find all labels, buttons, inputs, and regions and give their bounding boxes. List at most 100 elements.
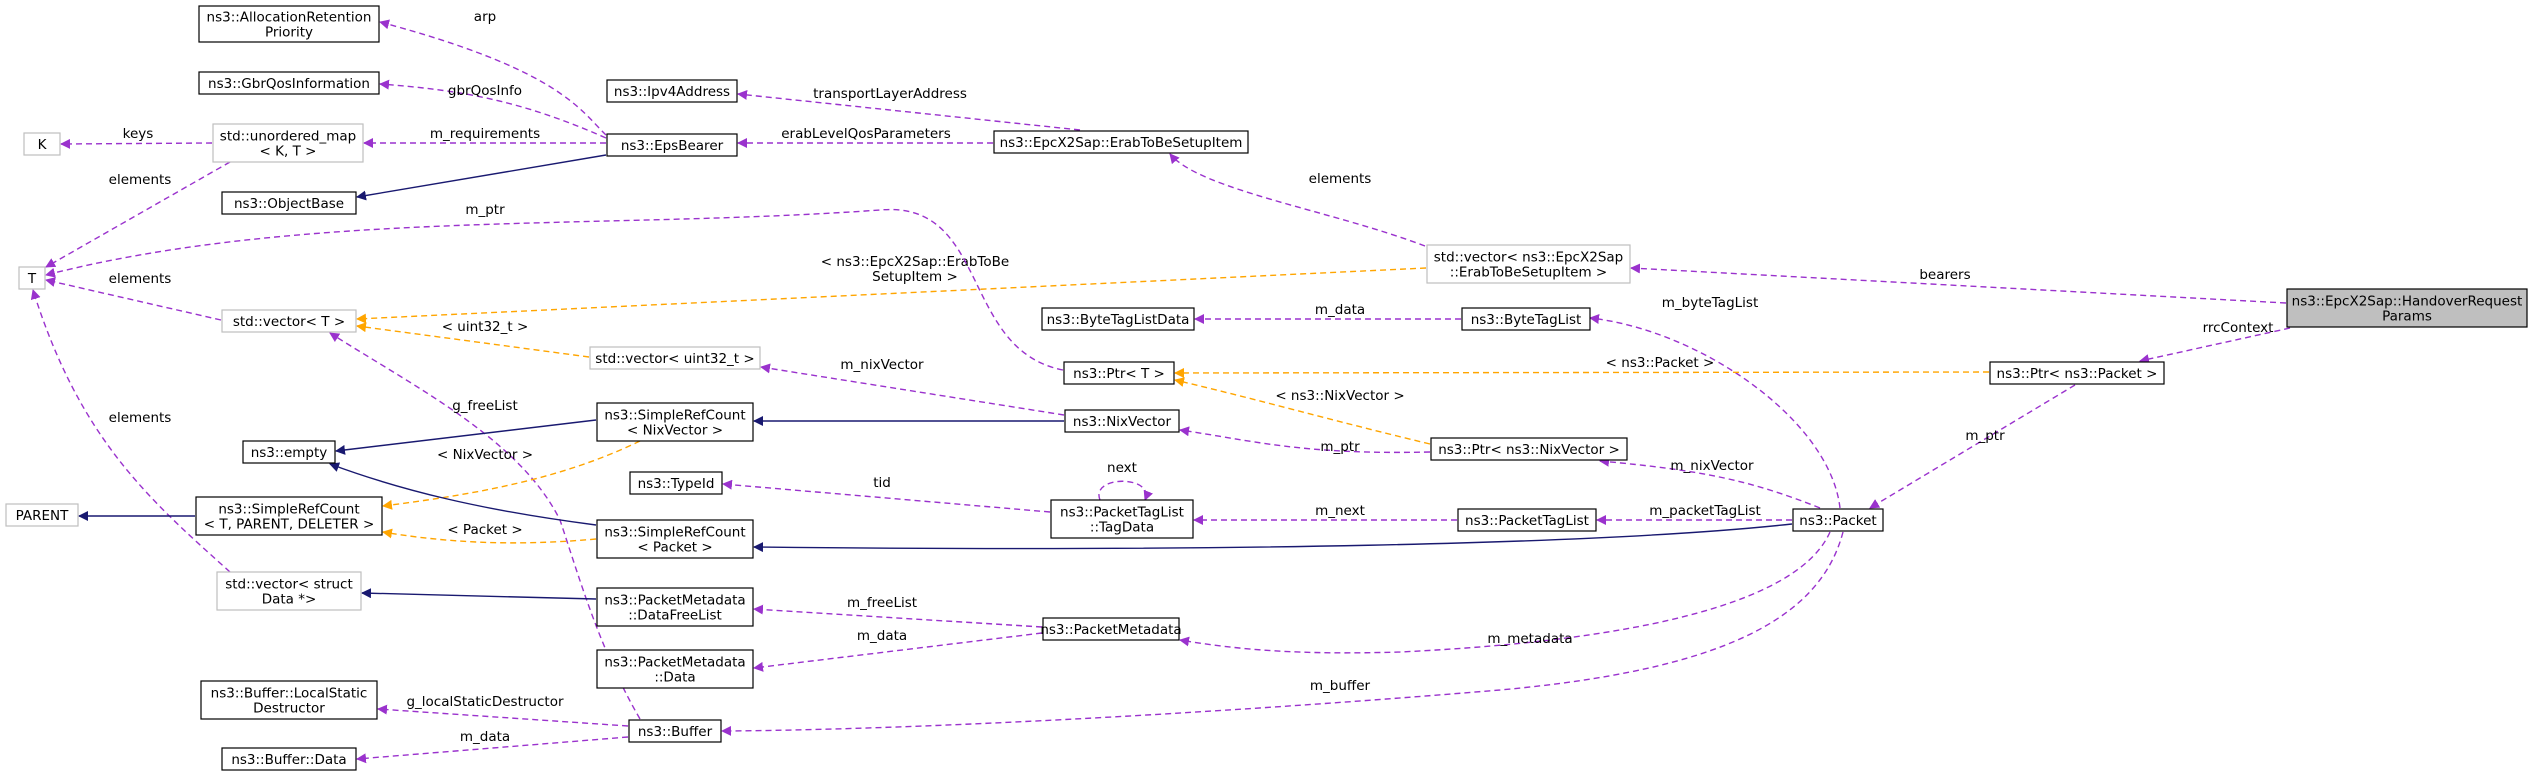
node-box [221,309,357,333]
node-box [23,132,61,156]
class-node-srcTPD[interactable]: ns3::SimpleRefCount< T, PARENT, DELETER … [195,496,383,536]
nodes-layer: ns3::AllocationRetentionPriorityns3::Gbr… [5,5,2528,771]
node-label: ns3::Buffer::Data [231,752,346,768]
node-label: ::DataFreeList [628,608,722,624]
edge-ptrPacket-to-packet: m_ptr [1869,384,2076,509]
node-label: ns3::SimpleRefCount [604,408,745,424]
class-node-typeid[interactable]: ns3::TypeId [629,471,723,495]
edge-ptrNix-to-ptrT: < ns3::NixVector > [1174,377,1431,445]
edge-line [356,736,629,764]
node-label: std::vector< struct [225,577,353,593]
node-box [993,130,1249,154]
node-label: ns3::PacketMetadata [604,655,745,671]
node-box [1041,307,1195,331]
class-node-eps[interactable]: ns3::EpsBearer [606,133,738,157]
node-label: ::Data [654,670,695,686]
class-node-pmd[interactable]: ns3::PacketMetadata::Data [596,649,754,689]
class-node-PARENT: PARENT [5,503,79,527]
edge-ptl-to-ptlTag: m_next [1193,503,1457,525]
node-box [1457,508,1597,532]
edge-packet-to-ptrNix: m_nixVector [1599,456,1821,509]
class-node-bufData[interactable]: ns3::Buffer::Data [221,747,357,771]
edge-line [721,531,1844,736]
node-box [1050,499,1194,539]
edge-label: m_ptr [1320,439,1360,455]
edge-pm-to-pmdfl: m_freeList [753,595,1043,628]
class-node-gbr[interactable]: ns3::GbrQosInformation [198,71,380,95]
edge-label: m_next [1315,503,1365,519]
edge-label: < Packet > [447,522,522,538]
node-box [212,123,364,163]
class-node-btl[interactable]: ns3::ByteTagList [1461,307,1591,331]
node-label: < K, T > [260,144,317,160]
edge-eps-to-gbr: gbrQosInfo [379,79,607,139]
node-label: ns3::PacketTagList [1060,505,1184,521]
class-node-srcPacket[interactable]: ns3::SimpleRefCount< Packet > [596,519,754,559]
node-label: std::unordered_map [220,129,356,145]
class-node-ptl[interactable]: ns3::PacketTagList [1457,508,1597,532]
node-label: ns3::Packet [1799,513,1876,529]
class-node-btld[interactable]: ns3::ByteTagListData [1041,307,1195,331]
node-label: ::ErabToBeSetupItem > [1450,265,1607,281]
class-node-srcNix[interactable]: ns3::SimpleRefCount< NixVector > [596,402,754,442]
class-node-ptrNix[interactable]: ns3::Ptr< ns3::NixVector > [1430,437,1628,461]
class-node-T: T [18,266,46,290]
edge-umap-to-T: elements [45,161,231,268]
edge-ptlTag-to-ptlTag: next [1098,460,1153,501]
edge-srcNix-to-empty [335,419,597,455]
edge-label: elements [1309,171,1372,187]
edge-erabitem-to-ipv4: transportLayerAddress [737,86,1081,131]
class-node-ptrT[interactable]: ns3::Ptr< T > [1063,361,1175,385]
edge-line [382,440,641,510]
node-label: T [27,271,37,287]
edge-line [1869,384,2076,509]
edge-packet-to-pm: m_metadata [1179,531,1831,654]
edge-umap-to-K: keys [60,126,213,149]
class-node-empty[interactable]: ns3::empty [242,440,336,464]
class-node-erabitem[interactable]: ns3::EpcX2Sap::ErabToBeSetupItem [993,130,1249,154]
class-node-ipv4[interactable]: ns3::Ipv4Address [606,79,738,103]
class-node-ptrPacket[interactable]: ns3::Ptr< ns3::Packet > [1989,361,2165,385]
node-box [198,71,380,95]
class-node-umap: std::unordered_map< K, T > [212,123,364,163]
edge-label: m_metadata [1487,631,1572,647]
class-node-packet[interactable]: ns3::Packet [1792,508,1884,532]
class-node-objbase[interactable]: ns3::ObjectBase [221,191,357,215]
edge-label: m_data [857,628,907,644]
edge-label: < ns3::NixVector > [1275,388,1404,404]
edge-label: m_nixVector [1670,458,1754,474]
class-node-pmdfl[interactable]: ns3::PacketMetadata::DataFreeList [596,587,754,627]
edge-buffer-to-bufLSD: g_localStaticDestructor [377,694,629,727]
node-label: ns3::EpsBearer [621,138,724,154]
class-node-vecErab: std::vector< ns3::EpcX2Sap::ErabToBeSetu… [1426,244,1631,284]
edge-line [753,632,1043,672]
node-label: Data *> [262,592,317,608]
edge-line [356,322,590,358]
edge-line [377,704,629,727]
node-label: ns3::GbrQosInformation [208,76,370,92]
edge-label: m_buffer [1310,678,1371,694]
class-node-buffer[interactable]: ns3::Buffer [628,719,722,743]
edge-handover-to-vecErab: bearers [1630,263,2287,304]
class-node-pm[interactable]: ns3::PacketMetadata [1040,617,1182,641]
edge-label: < uint32_t > [442,319,529,335]
node-label: Params [2382,309,2432,325]
node-label: < NixVector > [627,423,723,439]
edge-handover-to-ptrPacket: rrcContext [2139,320,2291,364]
node-box [606,79,738,103]
node-label: ns3::ObjectBase [234,196,344,212]
node-label: ::TagData [1090,520,1154,536]
edge-label: < NixVector > [437,447,533,463]
edge-srcPacket-to-srcTPD: < Packet > [382,522,597,544]
node-box [221,191,357,215]
class-node-nix[interactable]: ns3::NixVector [1064,409,1180,433]
node-box [1461,307,1591,331]
edge-label: m_requirements [430,126,540,142]
class-node-ptlTag[interactable]: ns3::PacketTagList::TagData [1050,499,1194,539]
